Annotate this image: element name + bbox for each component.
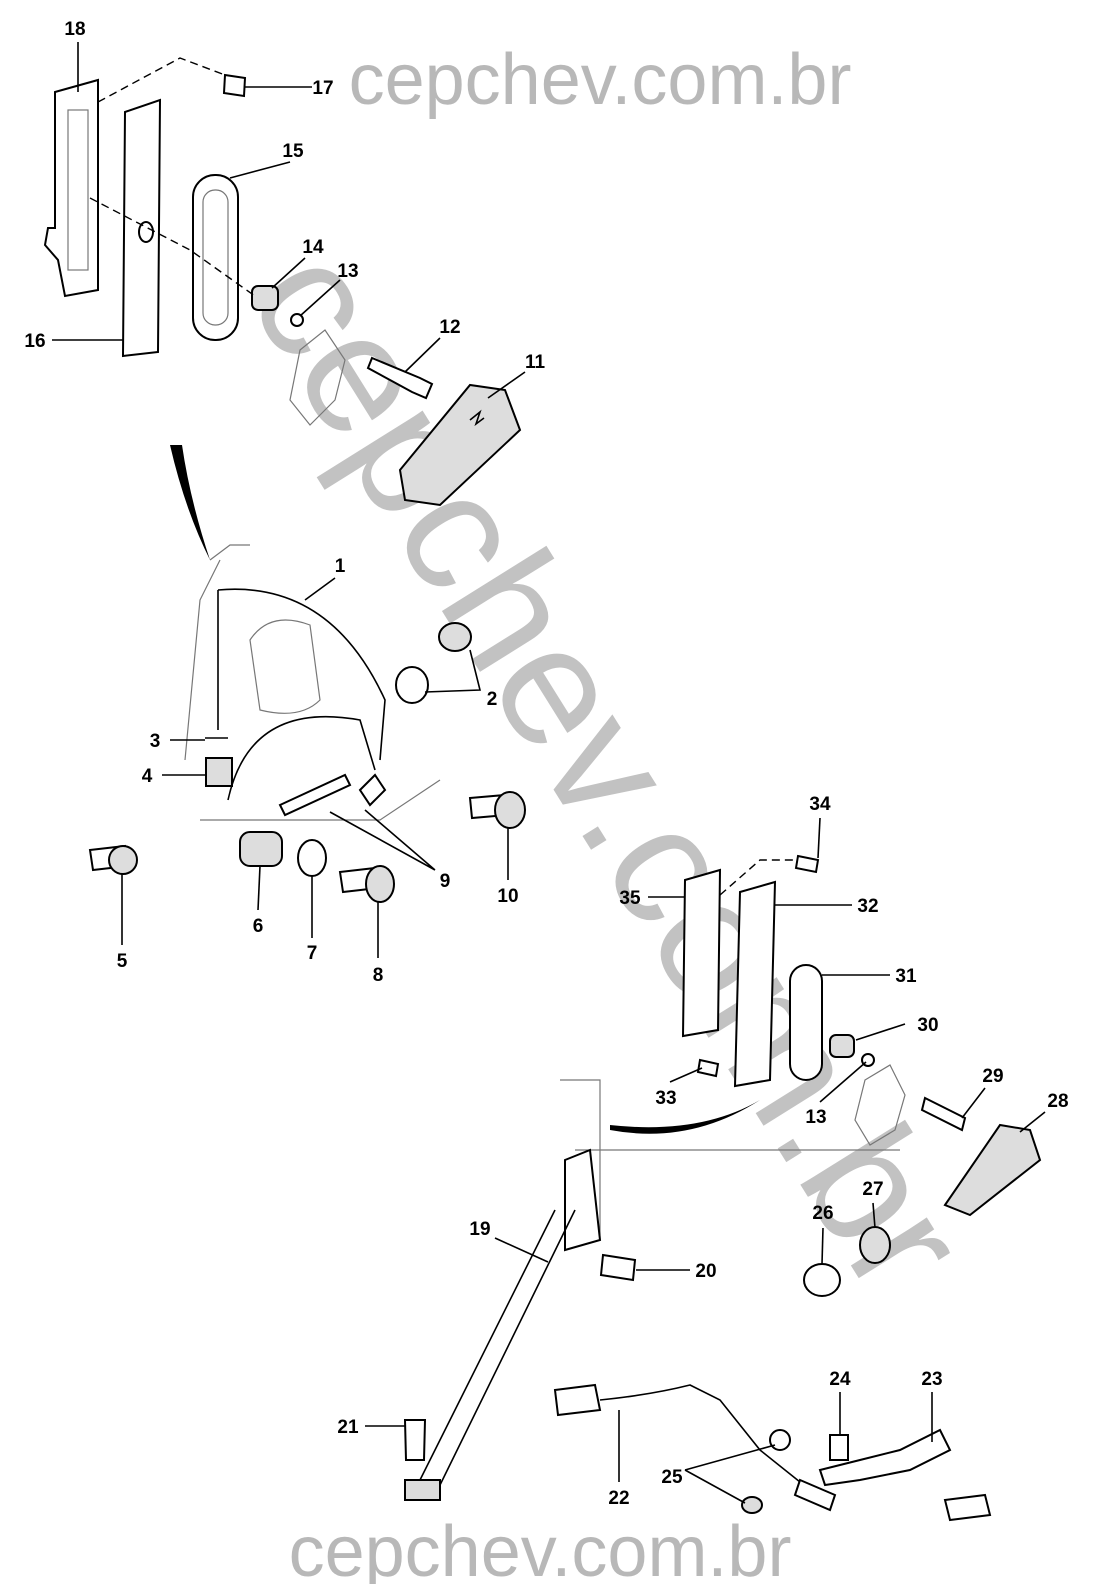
spacer-14 bbox=[251, 285, 279, 311]
callout-8: 8 bbox=[373, 965, 384, 986]
seat-belt-group bbox=[88, 544, 526, 903]
callout-29: 29 bbox=[982, 1066, 1003, 1087]
callout-13-lower: 13 bbox=[805, 1107, 826, 1128]
callout-28: 28 bbox=[1047, 1091, 1068, 1112]
buckle-9a bbox=[278, 773, 352, 817]
buckle-23 bbox=[818, 1428, 952, 1487]
bolt-29 bbox=[920, 1096, 967, 1132]
d-ring-mount bbox=[289, 329, 346, 426]
lap-belt-group bbox=[403, 1079, 992, 1522]
callout-9: 9 bbox=[440, 871, 451, 892]
adjuster-rail-32 bbox=[733, 880, 777, 1088]
bolt-12 bbox=[366, 356, 434, 400]
buckle-9b bbox=[358, 773, 387, 807]
spacer-30 bbox=[829, 1034, 855, 1058]
callout-18: 18 bbox=[64, 19, 85, 40]
callout-15: 15 bbox=[282, 141, 304, 162]
callout-21: 21 bbox=[337, 1417, 359, 1438]
callout-labels: 18 17 15 14 13 16 12 11 1 2 3 4 9 10 6 7… bbox=[24, 19, 1068, 1509]
watermark-top: cepchev.com.br bbox=[349, 40, 852, 120]
washer-7 bbox=[297, 839, 327, 877]
direction-arrow-upper bbox=[170, 445, 210, 560]
callout-6: 6 bbox=[253, 916, 264, 937]
callout-10: 10 bbox=[497, 886, 518, 907]
trim-cover-28 bbox=[943, 1123, 1042, 1217]
callout-19: 19 bbox=[469, 1219, 490, 1240]
watermark-diagonal: cepchev.com.br bbox=[214, 215, 1004, 1323]
screw-34 bbox=[794, 854, 820, 874]
clip-27 bbox=[859, 1226, 891, 1264]
washer-13 bbox=[290, 313, 304, 327]
callout-2: 2 bbox=[487, 689, 498, 710]
callout-1: 1 bbox=[335, 556, 346, 577]
bolt-21 bbox=[403, 1419, 427, 1461]
callout-24: 24 bbox=[829, 1369, 851, 1390]
adjuster-bracket-18 bbox=[43, 78, 99, 298]
callout-16: 16 bbox=[24, 331, 45, 352]
adjuster-cover-31 bbox=[789, 964, 823, 1081]
callout-7: 7 bbox=[307, 943, 318, 964]
direction-arrow-lower bbox=[610, 1100, 760, 1134]
callout-25: 25 bbox=[661, 1467, 683, 1488]
buckle-22 bbox=[553, 1383, 602, 1417]
cap-25a bbox=[769, 1429, 791, 1451]
callout-23: 23 bbox=[921, 1369, 942, 1390]
bolt-17 bbox=[222, 73, 247, 98]
callout-5: 5 bbox=[117, 951, 128, 972]
cap-26 bbox=[803, 1263, 841, 1297]
bolt-20 bbox=[599, 1253, 637, 1282]
trim-cover-11 bbox=[398, 383, 522, 507]
callout-22: 22 bbox=[608, 1488, 629, 1509]
callout-26: 26 bbox=[812, 1203, 833, 1224]
callout-11: 11 bbox=[525, 352, 546, 373]
cap-2b bbox=[395, 666, 429, 704]
bolt-24 bbox=[829, 1434, 849, 1461]
callout-4: 4 bbox=[142, 766, 153, 787]
callout-31: 31 bbox=[895, 966, 917, 987]
callout-13: 13 bbox=[337, 261, 358, 282]
callout-3: 3 bbox=[150, 731, 161, 752]
cap-25b bbox=[741, 1496, 763, 1514]
callout-20: 20 bbox=[695, 1261, 716, 1282]
screw-33 bbox=[696, 1058, 720, 1078]
callout-12: 12 bbox=[439, 317, 460, 338]
upper-adjuster-group bbox=[43, 57, 522, 507]
cap-2a bbox=[438, 622, 472, 652]
adjuster-cover-15 bbox=[192, 174, 239, 341]
adjuster-bracket-35 bbox=[681, 868, 722, 1038]
callout-35: 35 bbox=[619, 888, 641, 909]
callout-33: 33 bbox=[655, 1088, 676, 1109]
anchor-plate bbox=[404, 1479, 441, 1501]
callout-30: 30 bbox=[917, 1015, 938, 1036]
retractor-19 bbox=[564, 1148, 602, 1252]
lower-adjuster-group bbox=[681, 854, 1042, 1297]
retractor-4 bbox=[205, 757, 233, 787]
watermark-bottom: cepchev.com.br bbox=[289, 1512, 792, 1584]
callout-14: 14 bbox=[302, 237, 324, 258]
bushing-6 bbox=[239, 831, 283, 867]
callout-34: 34 bbox=[809, 794, 831, 815]
callout-32: 32 bbox=[857, 896, 878, 917]
leader-lines bbox=[52, 42, 1046, 1504]
callout-27: 27 bbox=[862, 1179, 883, 1200]
callout-17: 17 bbox=[312, 78, 333, 99]
